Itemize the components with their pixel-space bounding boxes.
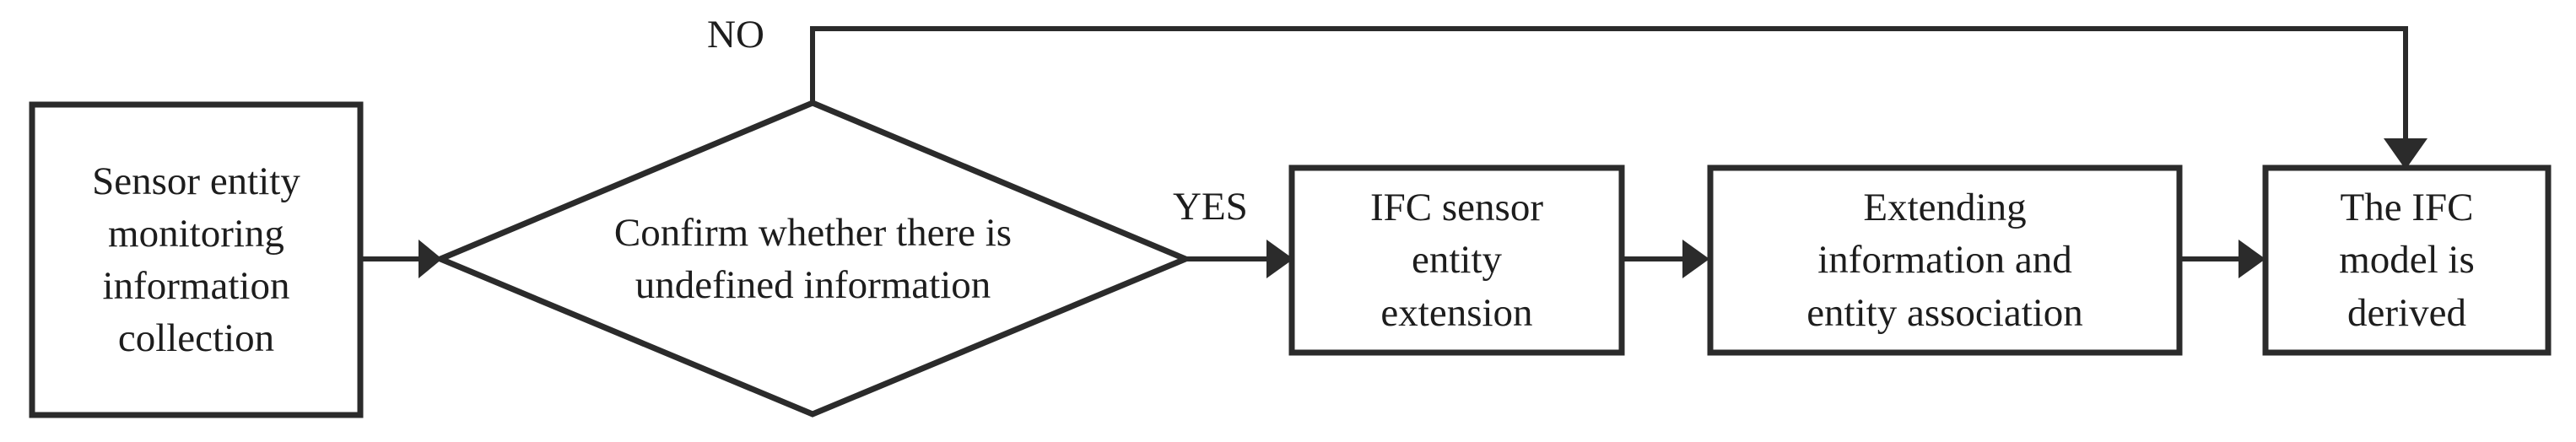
node-text-line: entity association — [1806, 290, 2083, 335]
node-sensor-entity-monitoring-label: Sensor entity monitoring information col… — [32, 105, 360, 415]
node-ifc-model-derived-box[interactable] — [2262, 164, 2552, 356]
node-text-line: entity — [1411, 238, 1503, 283]
node-text-line: IFC sensor — [1370, 186, 1543, 230]
node-confirm-undefined-diamond[interactable] — [432, 100, 1194, 418]
node-text-line: extension — [1380, 290, 1533, 335]
node-text-line: The IFC — [2340, 186, 2474, 230]
node-ifc-sensor-entity-extension-box[interactable] — [1288, 164, 1625, 356]
edge-extending-to-ifc-model — [2179, 240, 2265, 278]
edge-label-yes: YES — [1173, 185, 1248, 229]
node-text-line: model is — [2339, 238, 2475, 283]
arrow-head-icon — [419, 240, 442, 278]
edge-label-no: NO — [707, 13, 764, 57]
node-confirm-undefined-label: Confirm whether there is undefined infor… — [440, 179, 1185, 339]
edge-decision-no-feedback — [810, 26, 2427, 170]
arrow-head-icon — [2238, 240, 2265, 278]
edge-collection-to-decision — [360, 240, 442, 278]
node-extending-information-box[interactable] — [1707, 164, 2183, 356]
node-text-line: collection — [117, 316, 275, 361]
node-extending-information-label: Extending information and entity associa… — [1710, 168, 2179, 353]
node-ifc-sensor-entity-extension-label: IFC sensor entity extension — [1292, 168, 1622, 353]
node-text-line: Extending — [1863, 186, 2027, 230]
arrow-head-icon — [1266, 240, 1293, 278]
node-text-line: information — [102, 264, 290, 308]
node-text-line: information and — [1817, 238, 2072, 283]
node-ifc-model-derived-label: The IFC model is derived — [2265, 168, 2548, 353]
edge-extension-to-extending — [1622, 240, 1709, 278]
node-text-line: derived — [2347, 290, 2466, 335]
node-text-line: monitoring — [108, 211, 284, 256]
node-text-line: undefined information — [635, 263, 991, 307]
node-sensor-entity-monitoring-box[interactable] — [29, 101, 364, 418]
node-text-line: Sensor entity — [92, 159, 300, 203]
edge-line — [810, 26, 2408, 143]
arrow-head-icon — [1682, 240, 1709, 278]
edge-decision-yes-to-extension — [1185, 240, 1293, 278]
node-text-line: Confirm whether there is — [613, 210, 1013, 255]
arrow-head-icon — [2384, 138, 2427, 170]
